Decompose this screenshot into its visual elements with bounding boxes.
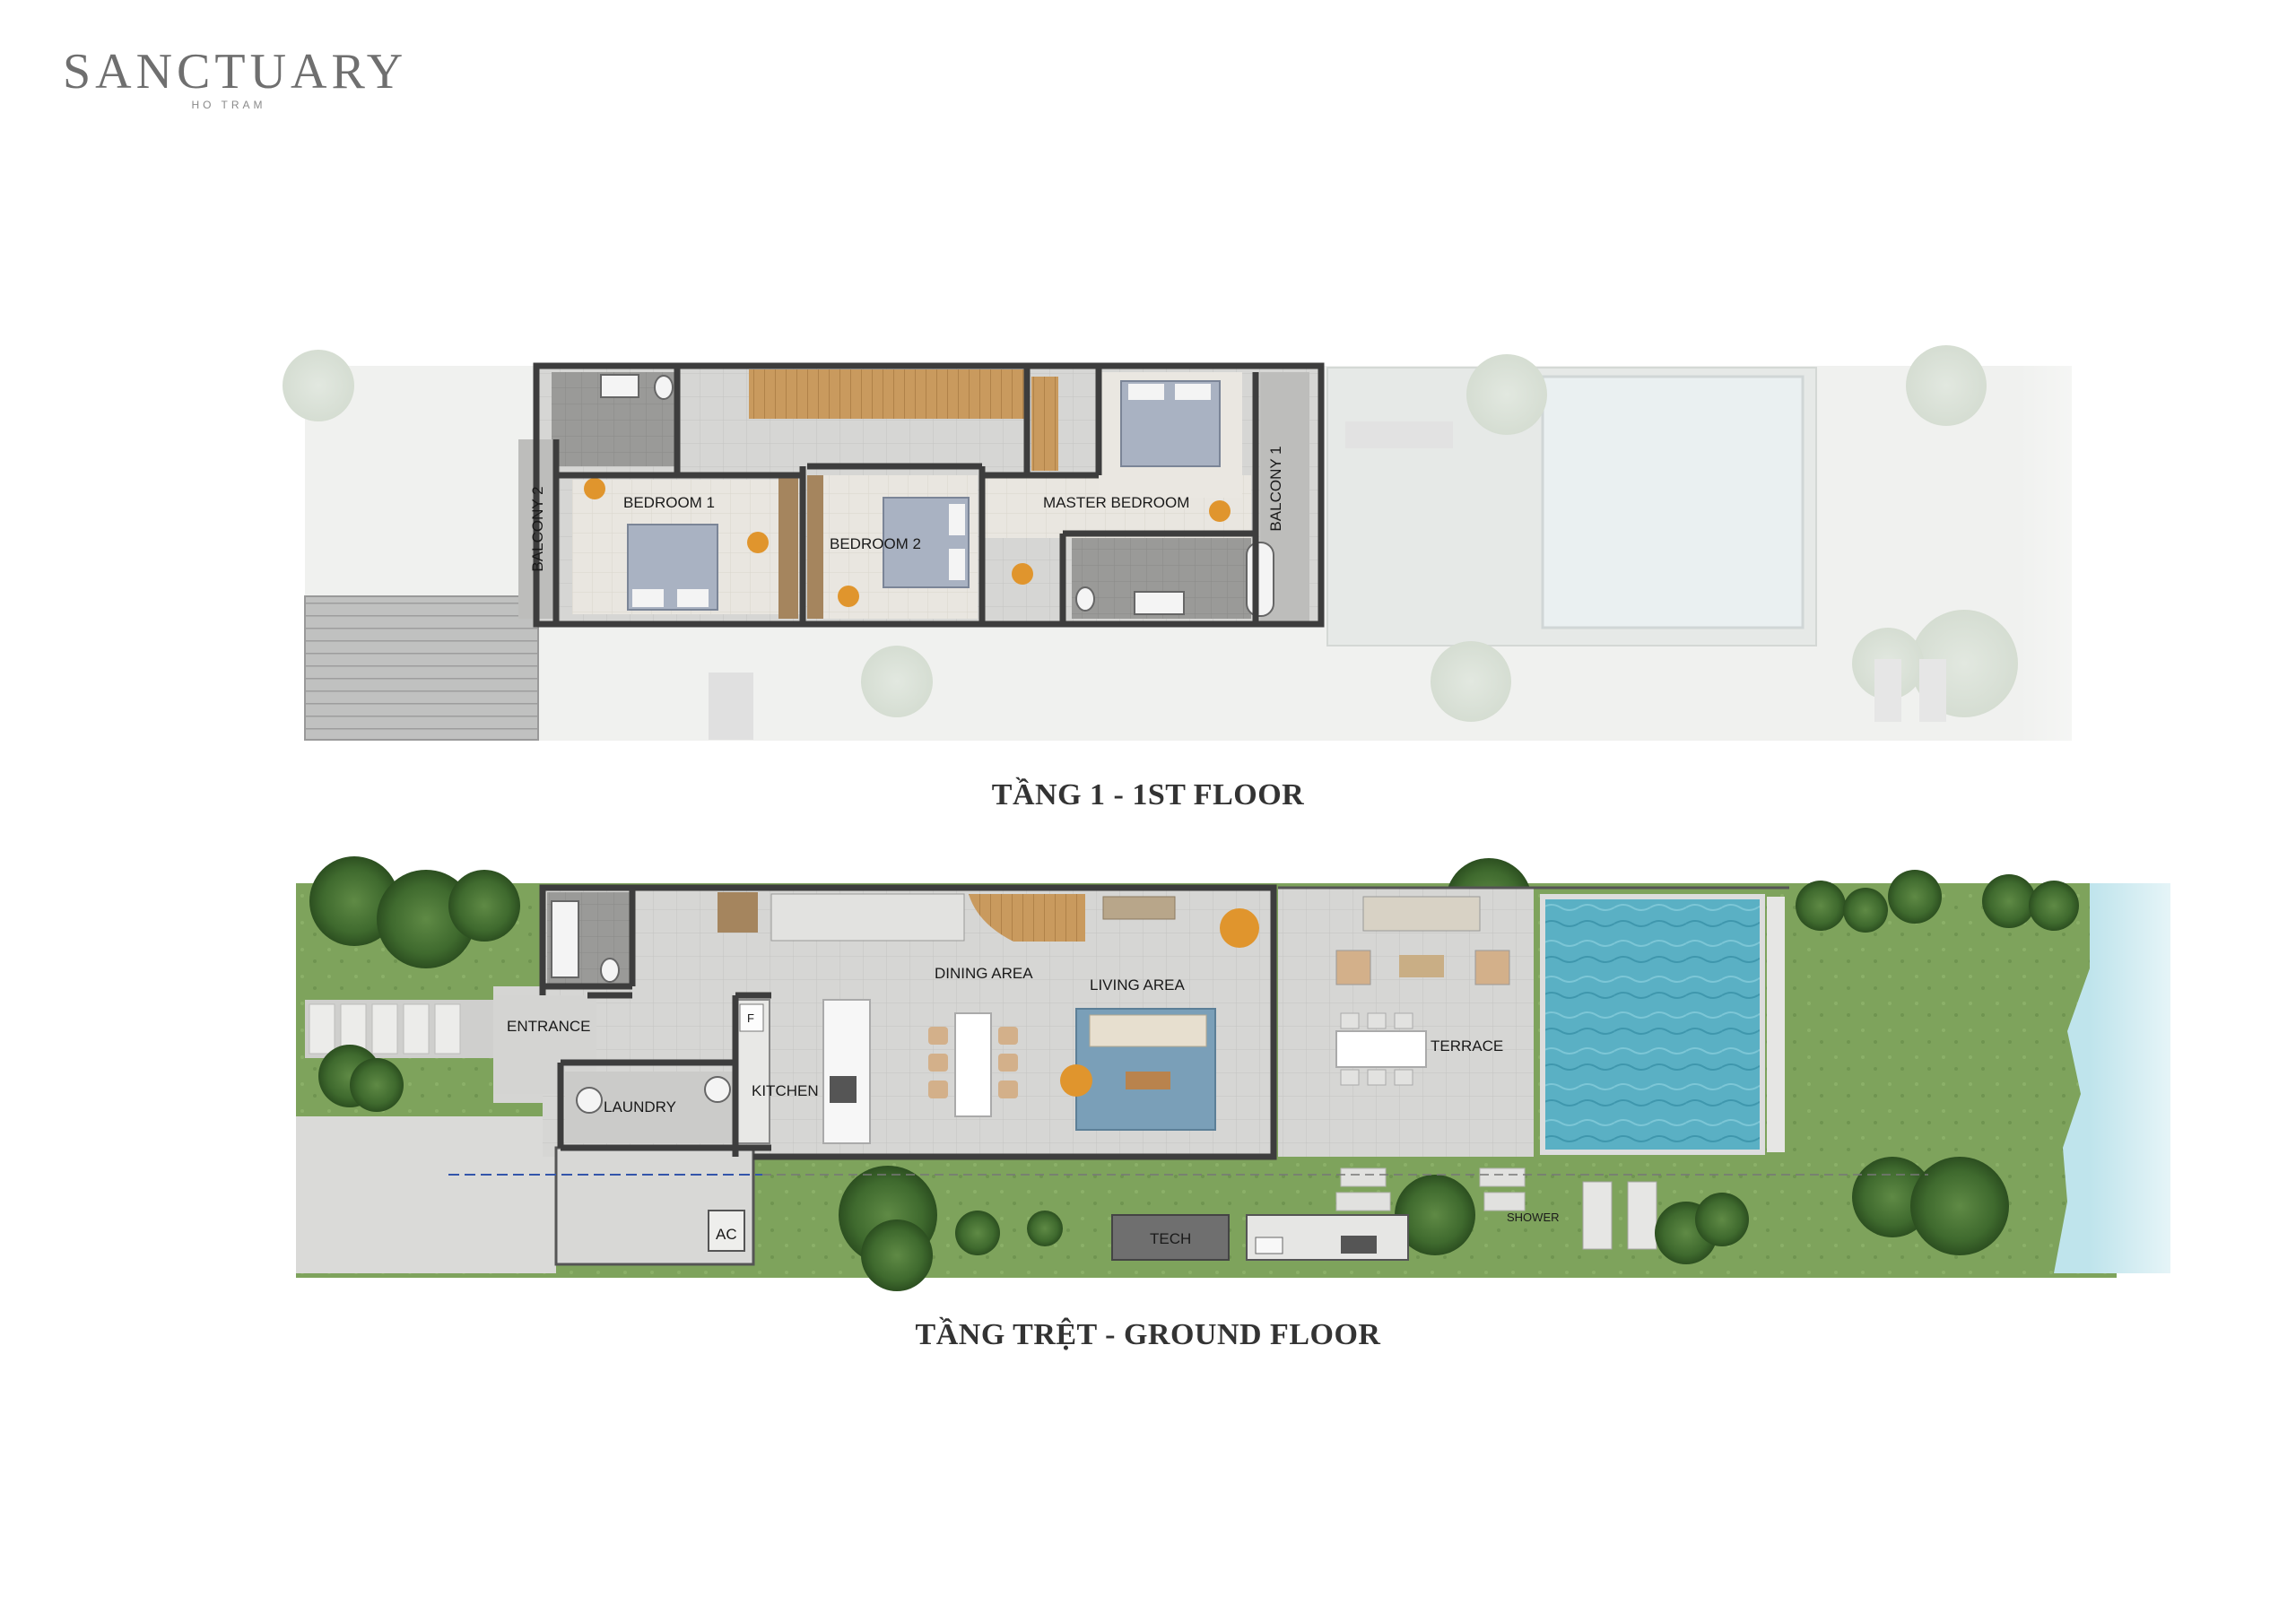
toilet-icon: [1075, 586, 1095, 612]
fridge-label: F: [747, 1011, 754, 1025]
terrace-table: [1335, 1030, 1427, 1068]
bed-bedroom2: [883, 497, 970, 588]
room-label-entrance: ENTRANCE: [507, 1018, 591, 1035]
armchair-icon: [1060, 1064, 1092, 1097]
bathtub-icon: [1246, 542, 1274, 617]
room-label-kitchen: KITCHEN: [752, 1082, 819, 1099]
chair-icon: [1209, 500, 1231, 522]
room-label-bedroom2: BEDROOM 2: [830, 535, 921, 552]
caption-ground-floor: TẦNG TRỆT - GROUND FLOOR: [915, 1318, 1381, 1351]
room-label-laundry: LAUNDRY: [604, 1098, 676, 1115]
room-label-terrace: TERRACE: [1431, 1037, 1503, 1055]
room-label-shower: SHOWER: [1507, 1211, 1560, 1224]
room-label-tech: TECH: [1150, 1230, 1191, 1247]
first-floor-plan: [518, 362, 1325, 628]
ground-floor-walls: [539, 884, 1277, 1160]
caption-first-floor: TẦNG 1 - 1ST FLOOR: [991, 778, 1305, 812]
cooktop-icon: [830, 1076, 857, 1103]
room-label-balcony2: BALCONY 2: [529, 486, 546, 571]
sofa: [1089, 1014, 1207, 1047]
brand-name: SANCTUARY: [63, 44, 408, 100]
coffee-table: [1126, 1072, 1170, 1089]
room-label-dining-area: DINING AREA: [935, 965, 1033, 982]
swimming-pool: [1540, 894, 1765, 1155]
ground-floor-plan: [448, 884, 1928, 1266]
kitchen-island: [822, 999, 871, 1144]
brand-logo: SANCTUARY HO TRAM: [63, 43, 408, 111]
room-label-living-area: LIVING AREA: [1090, 976, 1185, 994]
sink-icon: [600, 374, 639, 398]
bed-bedroom1: [627, 524, 718, 611]
chair-icon: [747, 532, 769, 553]
room-label-ac: AC: [716, 1226, 737, 1243]
tech-room: [1111, 1214, 1230, 1261]
washer-icon: [576, 1087, 603, 1114]
toilet-icon: [654, 375, 674, 400]
chair-icon: [1012, 563, 1033, 585]
chair-icon: [584, 478, 605, 499]
first-floor-walls: [533, 362, 1325, 628]
chair-icon: [838, 586, 859, 607]
bed-master: [1120, 380, 1221, 467]
room-label-bedroom1: BEDROOM 1: [623, 494, 715, 511]
room-label-balcony1: BALCONY 1: [1267, 446, 1284, 531]
room-label-master-bedroom: MASTER BEDROOM: [1043, 494, 1189, 511]
brand-sub: HO TRAM: [191, 99, 266, 111]
dryer-icon: [704, 1076, 731, 1103]
toilet-icon: [600, 958, 620, 983]
terrace-daybed: [1362, 896, 1481, 932]
armchair-icon: [1220, 908, 1259, 948]
vanity-icon: [551, 900, 579, 978]
sink-icon: [1134, 591, 1185, 615]
dining-table: [954, 1012, 992, 1117]
